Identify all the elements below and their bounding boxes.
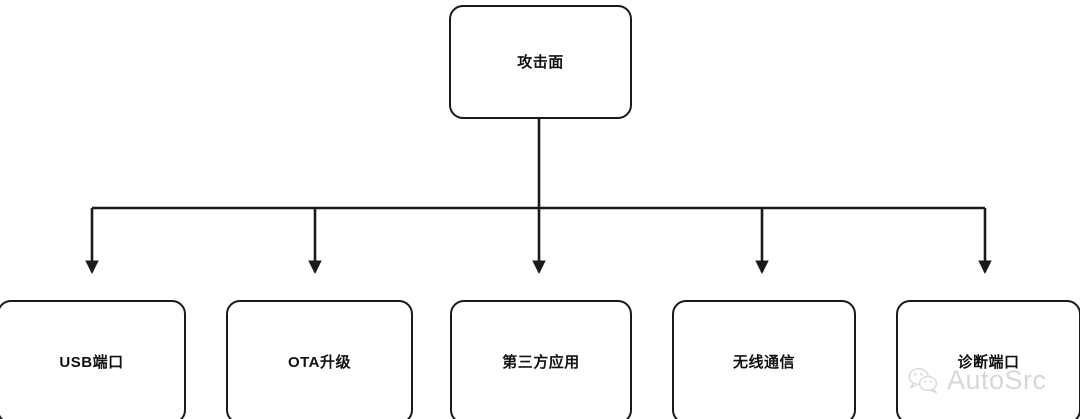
node-diagnostic-port[interactable]: 诊断端口 [896, 300, 1080, 419]
node-ota-upgrade[interactable]: OTA升级 [226, 300, 413, 419]
node-label-ota-upgrade: OTA升级 [287, 353, 352, 371]
node-label-third-party-app: 第三方应用 [502, 353, 580, 371]
node-usb-port[interactable]: USB端口 [0, 300, 186, 419]
node-attack-surface[interactable]: 攻击面 [449, 5, 632, 119]
node-wireless-communication[interactable]: 无线通信 [672, 300, 856, 419]
node-label-wireless-communication: 无线通信 [732, 353, 795, 371]
node-label-usb-port: USB端口 [59, 353, 124, 371]
node-third-party-app[interactable]: 第三方应用 [450, 300, 632, 419]
node-label-diagnostic-port: 诊断端口 [957, 353, 1020, 371]
node-label-attack-surface: 攻击面 [517, 53, 564, 71]
